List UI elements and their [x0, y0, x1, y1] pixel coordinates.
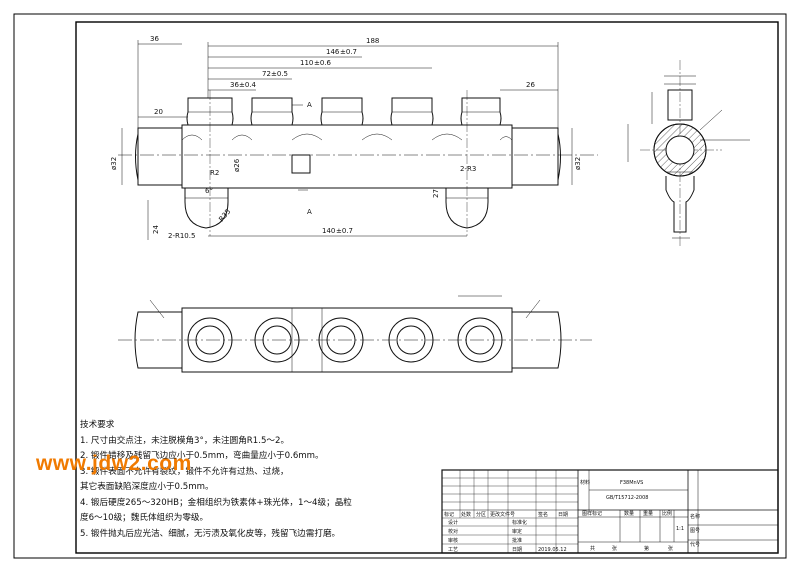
- dim-140-tol: ±0.7: [336, 227, 353, 235]
- row-standard: 标准化: [512, 519, 527, 526]
- dim-146: 146: [326, 48, 340, 56]
- dim-r3: 2-R3: [460, 165, 476, 173]
- hdr-sign: 签名: [538, 511, 548, 518]
- material-label: 材料: [580, 479, 590, 486]
- material-value: F38MnVS: [620, 480, 643, 486]
- dim-dia32-right: ø32: [574, 157, 582, 170]
- standard-value: GB/T15712-2008: [606, 495, 648, 501]
- note-line: 度6～10级；魏氏体组织为零级。: [80, 513, 209, 523]
- dim-36: 36: [150, 35, 159, 43]
- name-label: 名称: [690, 513, 700, 520]
- front-dimension-labels: 36 188 146 ±0.7 110 ±0.6 72 ±0.5 36 ±0.4…: [110, 35, 582, 240]
- section-mark-top: A: [307, 101, 312, 109]
- dim-6deg: 6°: [205, 187, 213, 195]
- date-value: 2019.05.12: [538, 547, 567, 553]
- dim-dia32-left: ø32: [110, 157, 118, 170]
- sheets-total-unit: 张: [612, 545, 617, 552]
- note-line: 5. 锻件抛丸后应光洁、细腻，无污渍及氧化皮等，残留飞边需打磨。: [80, 528, 341, 539]
- dim-26: 26: [526, 81, 535, 89]
- dim-dia26: ø26: [233, 158, 241, 172]
- dim-r2: R2: [210, 169, 219, 177]
- row-process: 工艺: [448, 547, 458, 553]
- dim-188: 188: [366, 37, 379, 45]
- technical-requirements: 技术要求 1. 尺寸由交点注，未注脱模角3°，未注圆角R1.5～2。 2. 锻件…: [80, 418, 460, 542]
- notes-title: 技术要求: [80, 420, 115, 430]
- dim-36b-tol: ±0.4: [239, 81, 257, 89]
- scale-label: 比例: [662, 510, 672, 517]
- dim-72-tol: ±0.5: [271, 70, 288, 78]
- dim-r35: R35: [217, 208, 232, 224]
- hdr-mark: 标记: [444, 511, 454, 518]
- dim-110: 110: [300, 59, 313, 67]
- row-review: 审核: [448, 537, 458, 544]
- row-date: 日期: [512, 547, 522, 553]
- row-check: 校对: [448, 528, 458, 535]
- row-approve: 审定: [512, 528, 522, 535]
- note-line: 2. 锻件错移及残留飞边应小于0.5mm，弯曲量应小于0.6mm。: [80, 451, 324, 461]
- weight-label: 重量: [643, 510, 653, 517]
- front-view: [118, 90, 598, 236]
- row-ratify: 批准: [512, 537, 522, 544]
- hdr-date: 日期: [558, 512, 568, 518]
- title-block: [441, 469, 779, 554]
- section-view: [627, 60, 750, 248]
- title-block-text: 材料 F38MnVS GB/T15712-2008 标记 处数 分区 更改文件号…: [444, 479, 700, 553]
- scale-value: 1:1: [676, 526, 684, 532]
- dim-140: 140: [322, 227, 335, 235]
- dim-24: 24: [152, 225, 160, 234]
- stage-label: 图样标记: [582, 510, 602, 517]
- dim-20: 20: [154, 108, 163, 116]
- inner-border: [75, 21, 779, 554]
- section-mark-bottom: A: [307, 208, 312, 216]
- drawing-no-label: 图号: [690, 528, 700, 534]
- dim-72: 72: [262, 70, 271, 78]
- watermark: www.jdw2.com: [36, 452, 192, 475]
- dim-146-tol: ±0.7: [340, 48, 357, 56]
- note-line: 1. 尺寸由交点注，未注脱模角3°，未注圆角R1.5～2。: [80, 435, 290, 446]
- dim-36b: 36: [230, 81, 239, 89]
- front-dimensions: [121, 40, 573, 240]
- hdr-zone: 分区: [476, 511, 486, 518]
- sheet-number-label: 第: [644, 545, 649, 552]
- sheet-number-unit: 张: [668, 545, 673, 552]
- outer-border: [13, 13, 787, 559]
- code-label: 代号: [690, 541, 700, 548]
- note-line: 其它表面缺陷深度应小于0.5mm。: [80, 482, 214, 492]
- bottom-view: [118, 295, 592, 373]
- hdr-count: 处数: [461, 511, 471, 518]
- note-line: 4. 锻后硬度265～320HB；金相组织为铁素体+珠光体，1～4级；晶粒: [80, 497, 352, 508]
- row-design: 设计: [448, 519, 458, 526]
- dim-110-tol: ±0.6: [314, 59, 332, 67]
- dim-r105: 2-R10.5: [168, 232, 195, 240]
- quantity-label: 数量: [624, 510, 634, 517]
- sheets-total-label: 共: [590, 545, 595, 552]
- hdr-change: 更改文件号: [490, 511, 515, 518]
- dim-27: 27: [432, 189, 440, 198]
- note-line: 3. 锻件表面不允许有裂纹，锻件不允许有过热、过烧，: [80, 466, 289, 477]
